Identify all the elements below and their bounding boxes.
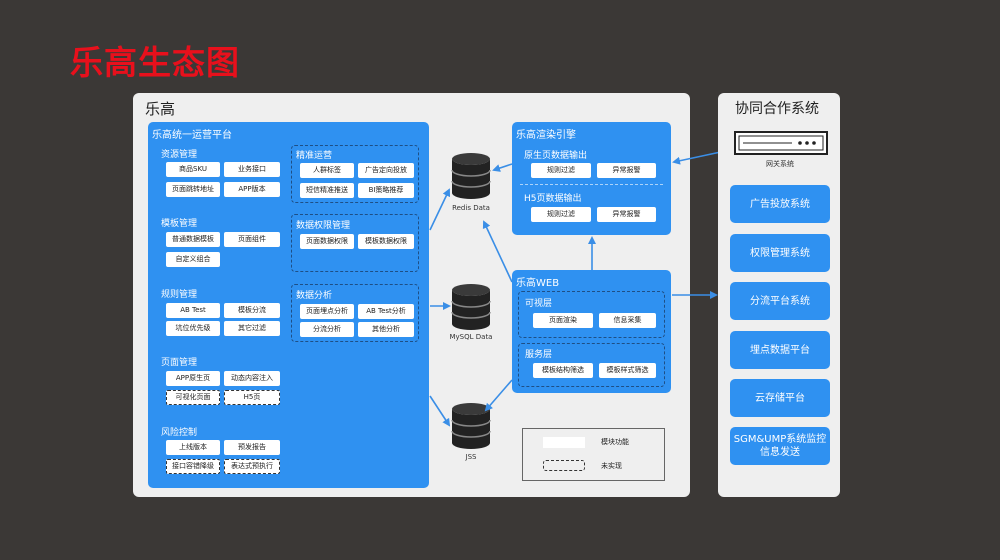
chip-online-version: 上线版本 xyxy=(166,440,220,455)
system-tracking-data: 埋点数据平台 xyxy=(730,331,830,369)
data-perm-section: 数据权限管理 页面数据权限 模板数据权限 xyxy=(291,214,419,272)
chip-goods-sku: 商品SKU xyxy=(166,162,220,177)
page-mgmt-section: 页面管理 APP原生页 动态内容注入 可视化页面 H5页 xyxy=(157,353,285,410)
legend: 模块功能 未实现 xyxy=(522,428,665,481)
risk-control-title: 风险控制 xyxy=(161,428,198,438)
service-layer-title: 服务层 xyxy=(525,350,553,360)
chip-other-analysis: 其他分析 xyxy=(358,322,414,337)
h5-output-title: H5页数据输出 xyxy=(524,194,582,204)
arrow-ops-to-redis xyxy=(429,188,451,231)
resource-mgmt-section: 资源管理 商品SKU 业务接口 页面跳转地址 APP版本 xyxy=(157,145,285,202)
legend-dashed-swatch xyxy=(543,460,585,471)
data-analysis-title: 数据分析 xyxy=(296,291,333,301)
data-perm-title: 数据权限管理 xyxy=(296,221,351,231)
chip-app-native-page: APP原生页 xyxy=(166,371,220,386)
chip-custom-combo: 自定义组合 xyxy=(166,252,220,267)
rules-mgmt-section: 规则管理 AB Test 模板分流 坑位优先级 其它过滤 xyxy=(157,284,285,342)
page-mgmt-title: 页面管理 xyxy=(161,358,198,368)
chip-native-rule-filter: 规则过滤 xyxy=(531,163,591,178)
lego-panel-title: 乐高 xyxy=(145,100,176,118)
chip-info-collect: 信息采集 xyxy=(599,313,656,328)
legend-unimplemented-label: 未实现 xyxy=(601,462,622,470)
chip-h5-page: H5页 xyxy=(224,390,280,405)
chip-native-alarm: 异常报警 xyxy=(597,163,656,178)
chip-ab-test-analysis: AB Test分析 xyxy=(358,304,414,319)
chip-expr-preexec: 表达式预执行 xyxy=(224,459,280,474)
chip-page-component: 页面组件 xyxy=(224,232,280,247)
gateway-label: 网关系统 xyxy=(766,160,794,168)
render-engine-separator xyxy=(520,184,663,185)
chip-template-data-perm: 模板数据权限 xyxy=(358,234,414,249)
chip-slot-priority: 坑位优先级 xyxy=(166,321,220,336)
ops-platform-title: 乐高统一运营平台 xyxy=(152,130,232,141)
chip-template-split: 模板分流 xyxy=(224,303,280,318)
chip-app-version: APP版本 xyxy=(224,182,280,197)
chip-template-style-filter: 模板样式筛选 xyxy=(599,363,656,378)
legend-solid-swatch xyxy=(543,437,585,448)
arrow-ops-to-jss xyxy=(429,395,451,427)
redis-db-label: Redis Data xyxy=(452,204,490,212)
chip-split-analysis: 分流分析 xyxy=(300,322,354,337)
template-mgmt-section: 模板管理 普通数据模板 页面组件 自定义组合 xyxy=(157,214,285,272)
chip-prerelease-report: 预发报告 xyxy=(224,440,280,455)
arrow-engine-to-redis xyxy=(492,163,513,172)
visual-layer-title: 可视层 xyxy=(525,299,553,309)
jss-db-label: JSS xyxy=(465,453,477,461)
template-mgmt-title: 模板管理 xyxy=(161,219,198,229)
system-sgm-ump-monitor: SGM&UMP系统监控信息发送 xyxy=(730,427,830,465)
chip-ad-targeting: 广告定向投放 xyxy=(358,163,414,178)
chip-crowd-tag: 人群标签 xyxy=(300,163,354,178)
chip-dynamic-content: 动态内容注入 xyxy=(224,371,280,386)
mysql-db-icon xyxy=(451,284,491,330)
page-title: 乐高生态图 xyxy=(70,43,240,82)
chip-h5-alarm: 异常报警 xyxy=(597,207,656,222)
jss-db-icon xyxy=(451,403,491,449)
chip-api-fallback: 接口容错降级 xyxy=(166,459,220,474)
risk-control-section: 风险控制 上线版本 预发报告 接口容错降级 表达式预执行 xyxy=(157,423,285,479)
chip-sms-push: 短信精准推送 xyxy=(300,183,354,198)
lego-web-title: 乐高WEB xyxy=(516,278,560,289)
gateway-server-icon xyxy=(734,131,828,155)
system-cloud-storage: 云存储平台 xyxy=(730,379,830,417)
visual-layer: 可视层 页面渲染 信息采集 xyxy=(518,291,665,338)
precision-ops-section: 精准运营 人群标签 广告定向投放 短信精准推送 BI策略推荐 xyxy=(291,145,419,203)
chip-visual-page: 可视化页面 xyxy=(166,390,220,405)
rules-mgmt-title: 规则管理 xyxy=(161,290,198,300)
resource-mgmt-title: 资源管理 xyxy=(161,150,198,160)
chip-page-render: 页面渲染 xyxy=(533,313,593,328)
chip-page-data-perm: 页面数据权限 xyxy=(300,234,354,249)
chip-common-template: 普通数据模板 xyxy=(166,232,220,247)
arrow-web-to-jss xyxy=(484,379,513,412)
chip-h5-rule-filter: 规则过滤 xyxy=(531,207,591,222)
legend-module-label: 模块功能 xyxy=(601,438,629,446)
system-ad-delivery: 广告投放系统 xyxy=(730,185,830,223)
mysql-db-label: MySQL Data xyxy=(449,333,493,341)
precision-ops-title: 精准运营 xyxy=(296,151,333,161)
redis-db-icon xyxy=(451,153,491,199)
system-permission-mgmt: 权限管理系统 xyxy=(730,234,830,272)
native-output-title: 原生页数据输出 xyxy=(524,151,588,161)
render-engine-title: 乐高渲染引擎 xyxy=(516,130,576,141)
arrow-web-to-redis xyxy=(482,220,513,283)
chip-biz-api: 业务接口 xyxy=(224,162,280,177)
system-traffic-split: 分流平台系统 xyxy=(730,282,830,320)
chip-ab-test: AB Test xyxy=(166,303,220,318)
collab-panel-title: 协同合作系统 xyxy=(735,101,819,117)
chip-page-jump-url: 页面跳转地址 xyxy=(166,182,220,197)
service-layer: 服务层 模板结构筛选 模板样式筛选 xyxy=(518,343,665,387)
chip-template-structure-filter: 模板结构筛选 xyxy=(533,363,593,378)
chip-page-tracking-analysis: 页面埋点分析 xyxy=(300,304,354,319)
chip-other-filter: 其它过滤 xyxy=(224,321,280,336)
data-analysis-section: 数据分析 页面埋点分析 AB Test分析 分流分析 其他分析 xyxy=(291,284,419,342)
chip-bi-strategy: BI策略推荐 xyxy=(358,183,414,198)
